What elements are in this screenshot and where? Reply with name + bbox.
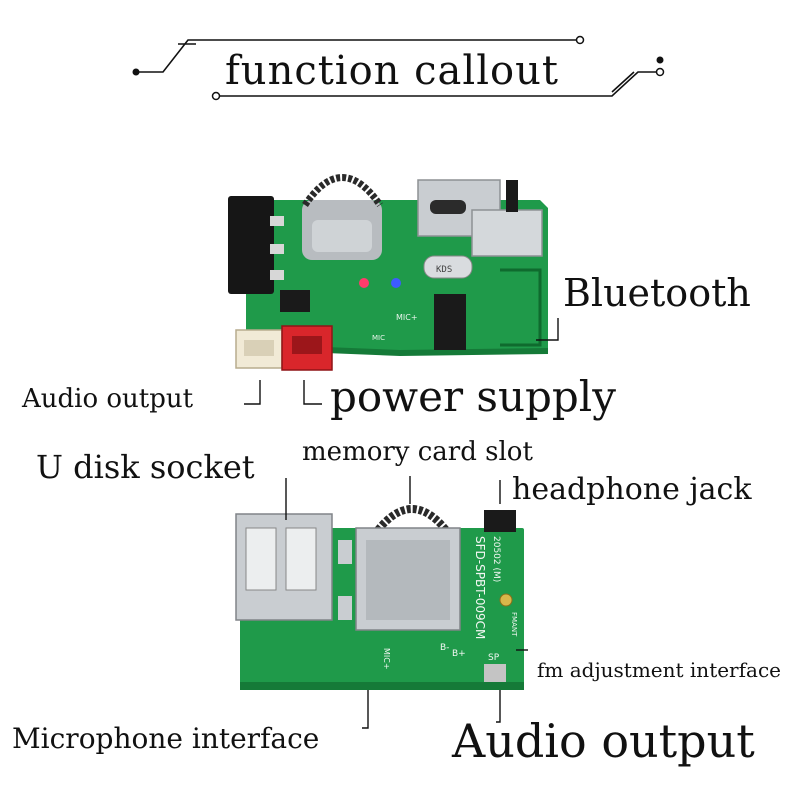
label-u-disk-socket: U disk socket [36, 448, 255, 486]
label-audio-output-top: Audio output [22, 384, 194, 414]
date-code: 20502 (M) [491, 536, 501, 582]
bottom-board: SFD-SPBT-009CM 20502 (M) FMANT MIC+ B+ B… [235, 505, 524, 690]
usb-socket-hole [245, 527, 277, 591]
title-dot [575, 35, 585, 45]
leader-bluetooth [536, 318, 559, 341]
bottom-pcb-edge [240, 682, 524, 690]
title-decoration [136, 39, 660, 97]
jack-pin [270, 270, 284, 280]
top-card-window [312, 220, 372, 252]
jack-pin [270, 244, 284, 254]
mic-marking: MIC+ [396, 313, 418, 322]
headphone-jack-body [484, 510, 516, 532]
top-chip-small [280, 290, 310, 312]
top-board: KDS MIC+ MIC [228, 174, 548, 371]
callout-lines [244, 318, 559, 729]
card-slot-spring [374, 505, 450, 533]
clip [338, 596, 352, 620]
page-title: function callout [225, 48, 559, 94]
title-line-bottom-accent [611, 71, 635, 93]
switch-knob [506, 180, 518, 212]
speaker-pads [484, 664, 506, 682]
fm-pad [499, 593, 513, 607]
label-power-supply: power supply [330, 372, 616, 421]
fm-ant-marking: FMANT [510, 612, 518, 637]
top-usb-opening [430, 200, 466, 214]
top-switch [471, 209, 543, 257]
crystal-marking: KDS [436, 265, 452, 275]
top-antenna [500, 268, 542, 347]
top-chip-main [434, 294, 466, 350]
mic-bottom-marking: MIC+ [382, 648, 391, 670]
sp-marking: SP [488, 653, 500, 663]
usb-socket-hole [285, 527, 317, 591]
title-dot [656, 56, 664, 64]
leader-mic [362, 690, 369, 729]
title-line-top [136, 39, 580, 73]
leader-audio-top [244, 380, 261, 405]
b-minus-marking: B- [440, 643, 449, 653]
top-card-spring [302, 174, 383, 208]
label-headphone-jack: headphone jack [512, 472, 752, 507]
part-number: SFD-SPBT-009CM [473, 536, 487, 639]
led-blue [391, 278, 401, 288]
leader-power [303, 380, 322, 405]
label-microphone-interface: Microphone interface [12, 722, 320, 755]
jack-pin [270, 216, 284, 226]
label-memory-card-slot: memory card slot [302, 437, 533, 467]
power-connector-slot [292, 336, 322, 354]
top-headphone-jack [228, 196, 274, 294]
clip [338, 540, 352, 564]
label-fm-adjustment: fm adjustment interface [537, 658, 781, 682]
title-line-bottom [216, 71, 660, 97]
leader-audio-bottom [496, 690, 501, 723]
led-red [359, 278, 369, 288]
label-audio-output-bottom: Audio output [452, 714, 755, 768]
title-dot [132, 68, 140, 76]
title-dot [211, 91, 221, 101]
mic-small-marking: MIC [372, 334, 385, 342]
b-plus-marking: B+ [452, 649, 466, 659]
top-crystal [423, 255, 473, 279]
card-slot-face [366, 540, 450, 620]
label-bluetooth: Bluetooth [563, 271, 751, 315]
title-dot [655, 67, 665, 77]
audio-connector-slot [244, 340, 274, 356]
